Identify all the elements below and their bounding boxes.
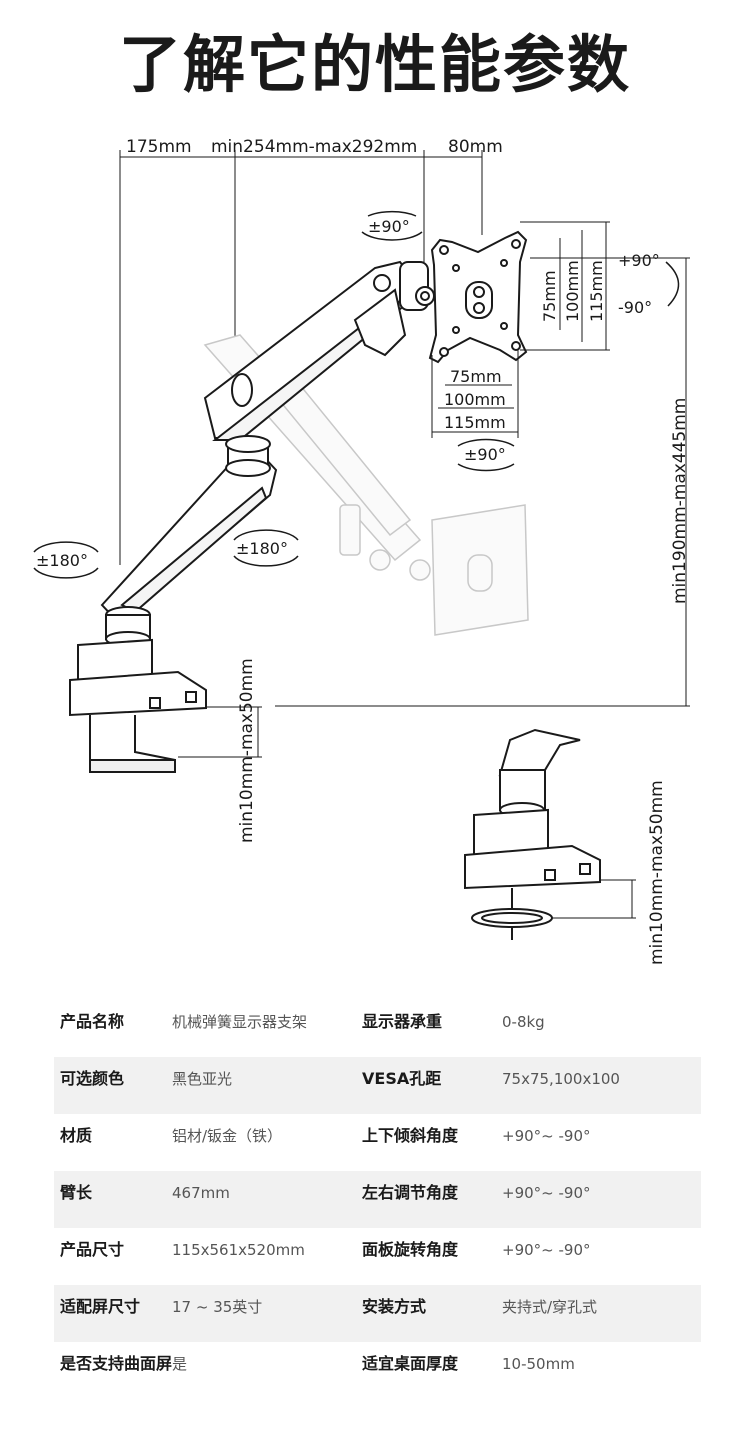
tilt-head	[399, 261, 435, 311]
rotation-panel-top: ±90°	[361, 210, 423, 241]
rotation-tilt: +90° -90°	[618, 251, 680, 317]
vesa-plate	[428, 230, 528, 364]
spec-label: 产品名称	[60, 1012, 125, 1031]
dim-clamp-thickness-main: min10mm-max50mm	[237, 658, 257, 843]
dim-vesa-v-75: 75mm	[540, 270, 559, 322]
monitor-arm-diagram: 175mm min254mm-max292mm 80mm	[33, 137, 690, 965]
rotation-tilt-down-label: -90°	[618, 298, 652, 317]
spec-label: VESA孔距	[362, 1069, 442, 1088]
spec-value: +90°~ -90°	[502, 1184, 591, 1202]
clamp-thickness-lines-main	[178, 706, 262, 758]
dim-vesa-v-100: 100mm	[563, 260, 582, 322]
spec-table: 产品名称 机械弹簧显示器支架 显示器承重 0-8kg 可选颜色 黑色亚光 VESA孔距 75x…	[54, 1000, 701, 1399]
spec-label: 产品尺寸	[60, 1240, 125, 1259]
spec-value: +90°~ -90°	[502, 1127, 591, 1145]
vesa-vertical-dims	[520, 221, 610, 351]
spec-value: 17 ~ 35英寸	[172, 1298, 263, 1316]
spec-row: 材质 铝材/钣金（铁） 上下倾斜角度 +90°~ -90°	[54, 1114, 701, 1171]
dim-top-left: 175mm	[126, 137, 192, 157]
dim-clamp-thickness-grommet: min10mm-max50mm	[647, 780, 667, 965]
spec-value: +90°~ -90°	[502, 1241, 591, 1259]
spec-value: 机械弹簧显示器支架	[172, 1013, 308, 1031]
spec-label: 面板旋转角度	[362, 1240, 459, 1259]
page-title: 了解它的性能参数	[118, 28, 631, 101]
spec-value: 黑色亚光	[172, 1070, 233, 1088]
rotation-elbow-label: ±180°	[236, 539, 288, 558]
rotation-base-label: ±180°	[36, 551, 88, 570]
clamp-base-main	[69, 606, 207, 773]
spec-value: 10-50mm	[502, 1355, 575, 1373]
dim-vesa-h-100: 100mm	[444, 390, 506, 409]
dim-vesa-h-75: 75mm	[450, 367, 502, 386]
dim-vesa-v-115: 115mm	[587, 260, 606, 322]
spec-row: 适配屏尺寸 17 ~ 35英寸 安装方式 夹持式/穿孔式	[54, 1285, 701, 1342]
dim-vesa-h-115: 115mm	[444, 413, 506, 432]
spec-label: 可选颜色	[60, 1069, 125, 1088]
spec-row: 臂长 467mm 左右调节角度 +90°~ -90°	[54, 1171, 701, 1228]
spec-label: 适宜桌面厚度	[362, 1354, 459, 1373]
spec-label: 臂长	[60, 1183, 93, 1202]
spec-label: 适配屏尺寸	[60, 1297, 141, 1316]
clamp-thickness-lines-grommet	[552, 879, 636, 919]
grommet-mount	[464, 728, 601, 940]
spec-value: 夹持式/穿孔式	[502, 1298, 598, 1316]
rotation-panel-bottom-label: ±90°	[464, 445, 506, 464]
spec-row: 产品尺寸 115x561x520mm 面板旋转角度 +90°~ -90°	[54, 1228, 701, 1285]
spec-value: 是	[172, 1355, 188, 1373]
height-dimension-lines	[275, 257, 690, 707]
spec-label: 显示器承重	[362, 1012, 443, 1031]
spec-value: 0-8kg	[502, 1013, 545, 1031]
spec-row: 是否支持曲面屏是 适宜桌面厚度 10-50mm	[54, 1342, 701, 1399]
rotation-panel-top-label: ±90°	[368, 217, 410, 236]
spec-value: 75x75,100x100	[502, 1070, 620, 1088]
spec-label: 安装方式	[362, 1297, 427, 1316]
top-dimension-lines	[119, 150, 483, 565]
rotation-base: ±180°	[33, 541, 99, 579]
dim-top-middle: min254mm-max292mm	[211, 137, 417, 157]
spec-label: 是否支持曲面屏	[60, 1354, 173, 1373]
rotation-panel-bottom: ±90°	[457, 438, 515, 472]
spec-label: 材质	[60, 1126, 93, 1145]
rotation-tilt-up-label: +90°	[618, 251, 660, 270]
dim-top-right: 80mm	[448, 137, 503, 157]
spec-value: 铝材/钣金（铁）	[172, 1127, 283, 1145]
spec-label: 上下倾斜角度	[362, 1126, 459, 1145]
vesa-horizontal-dims	[431, 350, 519, 438]
spec-value: 467mm	[172, 1184, 230, 1202]
rotation-elbow: ±180°	[233, 529, 299, 567]
spec-value: 115x561x520mm	[172, 1241, 305, 1259]
spec-row: 产品名称 机械弹簧显示器支架 显示器承重 0-8kg	[54, 1000, 701, 1057]
arm-lower	[100, 435, 278, 624]
dim-height-range: min190mm-max445mm	[670, 398, 690, 604]
spec-label: 左右调节角度	[362, 1183, 459, 1202]
spec-row: 可选颜色 黑色亚光 VESA孔距 75x75,100x100	[54, 1057, 701, 1114]
